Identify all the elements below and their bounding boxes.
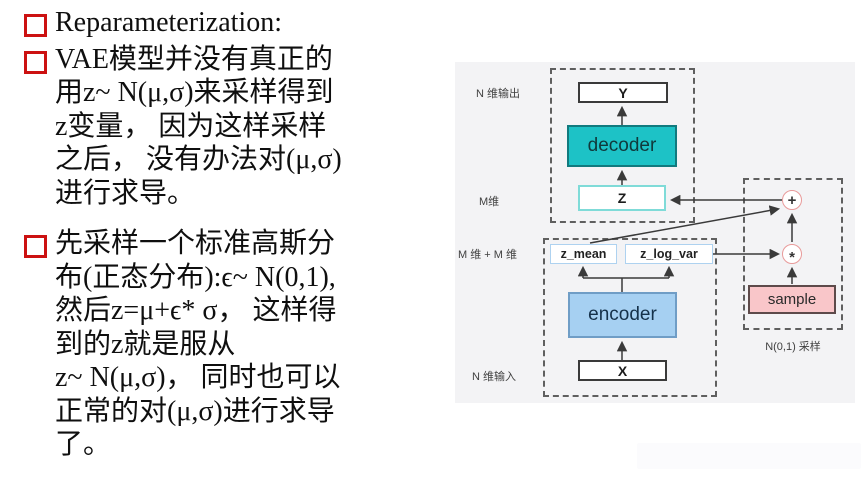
vae-diagram: N 维输出 M维 M 维 + M 维 N 维输入 N(0,1) 采样 Y (455, 62, 855, 403)
bullet-line: Reparameterization: (55, 7, 282, 38)
bullet-line: z变量， 因为这样采样 (55, 110, 327, 142)
bullet-line: 正常的对(μ,σ)进行求导 (55, 395, 335, 427)
node-x: X (578, 360, 667, 381)
label-n01-sampling: N(0,1) 采样 (765, 341, 821, 353)
bullet-line: VAE模型并没有真正的 (55, 43, 333, 75)
node-encoder: encoder (568, 292, 677, 338)
bullet-text: 先采样一个标准高斯分 布(正态分布):ϵ~ N(0,1), 然后z=μ+ϵ* σ… (55, 227, 341, 462)
bullet-line: 了。 (55, 429, 112, 460)
bullet-text: Reparameterization: (55, 6, 282, 40)
multiply-operator-icon: * (782, 244, 802, 266)
plus-operator-icon: + (782, 190, 802, 210)
bullet-line: 到的z就是服从 (55, 328, 236, 360)
bullet-line: 然后z=μ+ϵ* σ， 这样得 (55, 295, 337, 326)
node-decoder: decoder (567, 125, 677, 167)
bullet-line: 布(正态分布):ϵ~ N(0,1), (55, 261, 336, 293)
label-n-dim-input: N 维输入 (472, 371, 516, 383)
bullet-text: VAE模型并没有真正的 用z~ N(μ,σ)来采样得到 z变量， 因为这样采样 … (55, 43, 342, 211)
bullet-list: Reparameterization: VAE模型并没有真正的 用z~ N(μ,… (8, 6, 456, 465)
node-y: Y (578, 82, 668, 103)
node-z-mean: z_mean (550, 244, 617, 264)
bullet-square-icon (24, 50, 47, 74)
bullet-square-icon (24, 14, 47, 37)
watermark-strip (637, 443, 861, 469)
bullet-line: 进行求导。 (55, 177, 196, 209)
bullet-line: 之后， 没有办法对(μ,σ) (55, 144, 342, 175)
node-z: Z (578, 185, 666, 211)
bullet-item-1: Reparameterization: (8, 6, 456, 40)
node-z-log-var: z_log_var (625, 244, 713, 264)
bullet-item-3: 先采样一个标准高斯分 布(正态分布):ϵ~ N(0,1), 然后z=μ+ϵ* σ… (8, 227, 456, 462)
bullet-item-2: VAE模型并没有真正的 用z~ N(μ,σ)来采样得到 z变量， 因为这样采样 … (8, 43, 456, 211)
label-m-dim: M维 (479, 196, 500, 208)
bullet-line: 用z~ N(μ,σ)来采样得到 (55, 77, 334, 108)
node-sample: sample (748, 285, 836, 314)
bullet-line: z~ N(μ,σ)， 同时也可以 (55, 362, 341, 393)
label-n-dim-output: N 维输出 (476, 88, 520, 100)
bullet-line: 先采样一个标准高斯分 (55, 228, 336, 259)
label-m-plus-m-dim: M 维 + M 维 (458, 249, 517, 261)
bullet-square-icon (24, 235, 47, 258)
